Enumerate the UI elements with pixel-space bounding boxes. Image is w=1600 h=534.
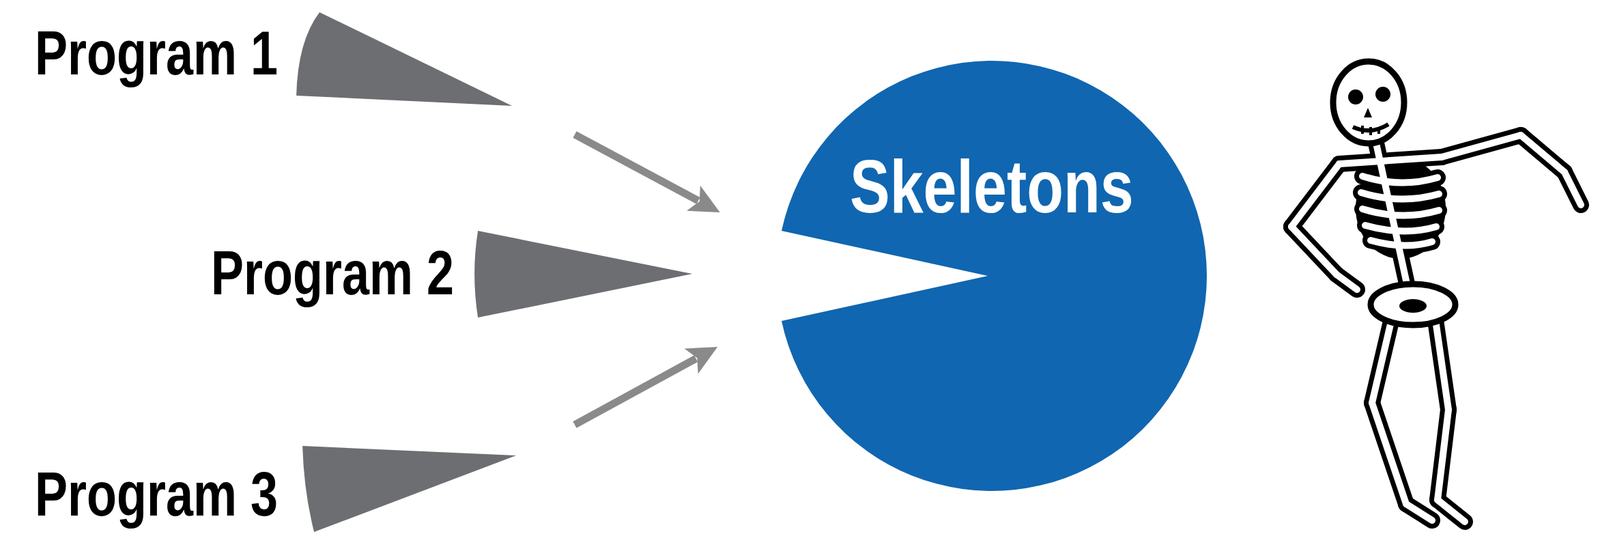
arrow-head <box>684 346 719 374</box>
bone-fill <box>1291 135 1581 522</box>
arrow-head <box>686 185 721 213</box>
connector-arrow <box>574 134 721 213</box>
wedge <box>474 230 693 318</box>
program-label: Program 1 <box>34 19 278 88</box>
connector-line <box>574 358 697 425</box>
program-label: Program 2 <box>210 239 454 308</box>
skull <box>1333 61 1405 144</box>
connector-line <box>574 134 699 201</box>
wedge <box>296 12 512 106</box>
pie <box>781 60 1207 491</box>
bone-outline <box>1291 135 1581 522</box>
pelvis-hole <box>1399 298 1427 313</box>
pie-shape <box>776 60 1207 491</box>
wedge-node: Program 3 <box>34 445 517 532</box>
pelvis <box>1370 283 1456 325</box>
wedge-node: Program 2 <box>210 230 693 318</box>
program-label: Program 3 <box>34 460 278 529</box>
connector-arrow <box>574 346 718 425</box>
wedge <box>302 445 517 532</box>
wedge-node: Program 1 <box>34 12 512 106</box>
circle-label: Skeletons <box>849 144 1134 228</box>
pie-circle: Skeletons <box>776 60 1207 491</box>
